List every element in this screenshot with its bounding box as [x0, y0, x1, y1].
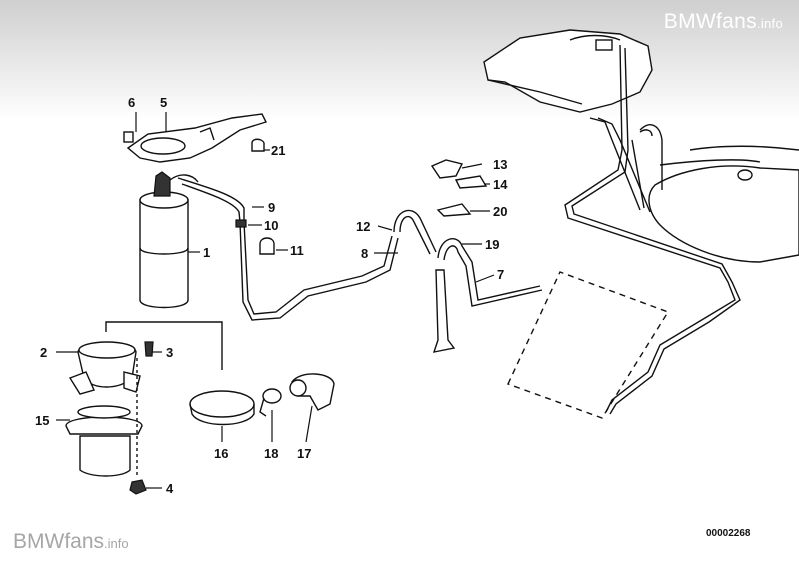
brand-suffix: .info [104, 536, 129, 551]
brand-name: BMWfans [663, 10, 757, 33]
callout-4: 4 [166, 481, 174, 496]
grommet-21 [251, 138, 265, 152]
explode-bracket [105, 321, 223, 370]
callout-11: 11 [290, 243, 304, 258]
brand-suffix: .info [756, 16, 783, 31]
callout-10: 10 [264, 218, 278, 233]
support-15 [65, 405, 143, 477]
callout-18: 18 [264, 446, 278, 461]
canister-hose [177, 177, 399, 321]
leader-lines [56, 112, 495, 489]
brand-watermark-top: BMWfans.info [664, 10, 783, 34]
hose-19-pipe-7 [432, 238, 543, 353]
canister-bracket [123, 113, 267, 163]
callout-15: 15 [35, 413, 49, 428]
callout-12: 12 [356, 219, 370, 234]
callout-1: 1 [203, 245, 210, 260]
callout-5: 5 [160, 95, 167, 110]
clips-13-14-20 [430, 159, 488, 217]
callout-8: 8 [361, 246, 368, 261]
ring-16 [189, 390, 255, 426]
fuel-lines-right [564, 44, 741, 415]
callout-17: 17 [297, 446, 311, 461]
callout-9: 9 [268, 200, 275, 215]
charcoal-canister [139, 171, 199, 309]
callout-labels: 6 5 21 9 10 1 11 12 8 13 14 20 19 7 2 3 … [35, 95, 508, 496]
fuel-tank-drawing [483, 29, 799, 263]
hose-12-8 [393, 209, 437, 255]
holder-2 [68, 341, 141, 395]
callout-7: 7 [497, 267, 504, 282]
nut-4 [129, 479, 147, 495]
callout-13: 13 [493, 157, 507, 172]
callout-14: 14 [493, 177, 508, 192]
callout-19: 19 [485, 237, 499, 252]
clip-11 [259, 237, 275, 255]
floor-outline-dashed [507, 271, 670, 419]
brand-watermark-bottom: BMWfans.info [13, 530, 129, 554]
callout-6: 6 [128, 95, 135, 110]
screw-3 [144, 341, 154, 357]
callout-3: 3 [166, 345, 173, 360]
callout-16: 16 [214, 446, 228, 461]
callout-20: 20 [493, 204, 507, 219]
callout-2: 2 [40, 345, 47, 360]
ring-18 [259, 388, 282, 417]
sleeve-17 [289, 373, 335, 411]
catalog-number: 00002268 [706, 528, 751, 539]
brand-name: BMWfans [13, 530, 105, 553]
header-gradient [0, 0, 799, 120]
callout-21: 21 [271, 143, 285, 158]
